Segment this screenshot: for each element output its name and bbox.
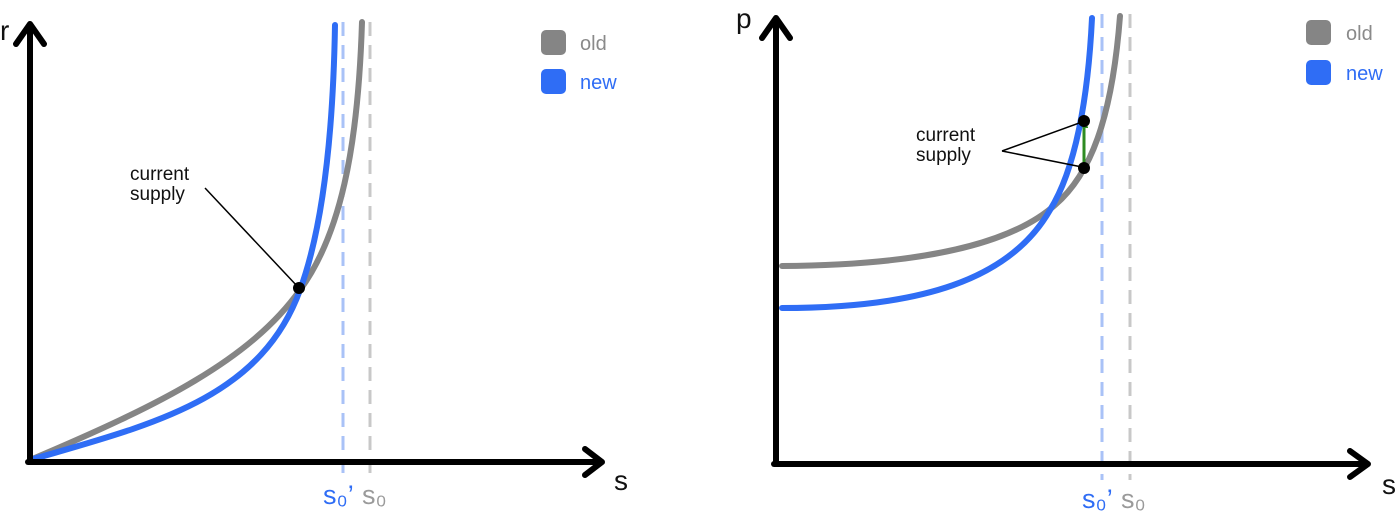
right-annotation-line-2: supply xyxy=(916,145,971,166)
left-annotation-text: current supply xyxy=(130,164,194,205)
left-current-supply-point xyxy=(293,282,305,294)
left-annotation-line-2: supply xyxy=(130,184,185,205)
right-x-axis-arrowhead xyxy=(1347,448,1371,480)
left-curve-new xyxy=(27,22,338,463)
left-asymptote-new-label: s₀’ xyxy=(323,480,354,510)
right-y-axis-arrowhead xyxy=(759,15,793,41)
left-x-axis-arrowhead xyxy=(582,446,605,478)
right-curve-new xyxy=(779,15,1095,311)
right-current-supply-point-old xyxy=(1078,162,1090,174)
right-x-axis-label: s xyxy=(1382,469,1396,500)
left-annotation-leader xyxy=(204,187,299,288)
left-y-axis-label: r xyxy=(0,15,9,46)
right-asymptote-old-label: s₀ xyxy=(1121,484,1146,514)
left-panel: r s s₀’ s₀ current supply xyxy=(0,15,628,510)
left-legend-old-swatch xyxy=(541,30,566,55)
left-y-axis-arrowhead xyxy=(13,21,47,47)
left-legend-old-label: old xyxy=(580,33,607,55)
right-legend-old-label: old xyxy=(1346,23,1373,45)
right-current-supply-point-new xyxy=(1078,115,1090,127)
right-annotation-text: current supply xyxy=(916,125,980,166)
right-y-axis-label: p xyxy=(736,3,752,34)
right-asymptote-new-label: s₀’ xyxy=(1082,484,1113,514)
right-panel: p s s₀’ s₀ current supply xyxy=(736,3,1396,514)
right-annotation-line-1: current xyxy=(916,125,976,146)
left-asymptote-old-label: s₀ xyxy=(362,480,387,510)
right-annotation-leader-bottom xyxy=(1001,150,1083,168)
left-legend-new-label: new xyxy=(580,72,617,94)
left-legend-new-swatch xyxy=(541,69,566,94)
right-legend-old-swatch xyxy=(1306,20,1331,45)
right-legend: old new xyxy=(1306,20,1383,85)
left-x-axis-label: s xyxy=(614,465,628,496)
right-legend-new-label: new xyxy=(1346,63,1383,85)
right-legend-new-swatch xyxy=(1306,60,1331,85)
left-legend: old new xyxy=(541,30,617,94)
right-annotation-leader-top xyxy=(1001,121,1083,152)
left-annotation-line-1: current xyxy=(130,164,190,185)
